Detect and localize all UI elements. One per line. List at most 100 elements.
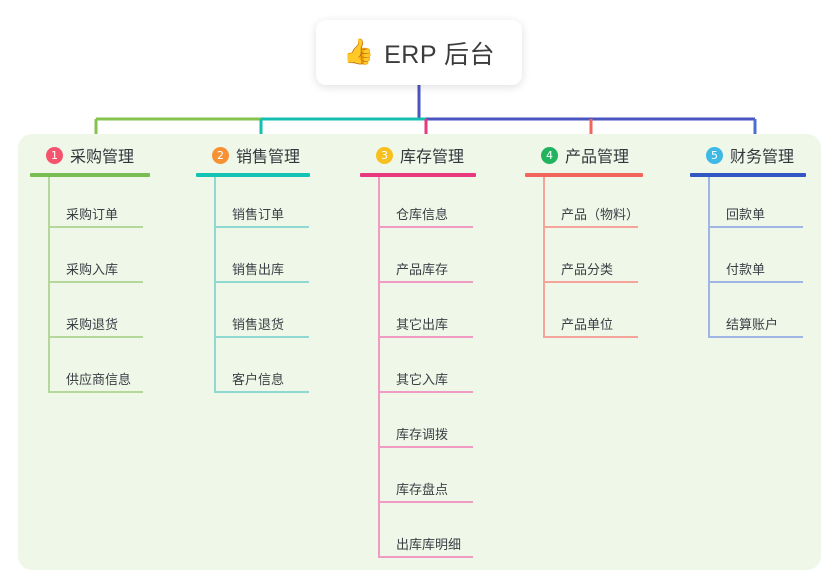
- column-number-badge: 3: [376, 146, 393, 164]
- menu-item-label: 产品分类: [561, 262, 614, 277]
- menu-item-rule: [378, 336, 473, 338]
- menu-item-rule: [708, 281, 803, 283]
- column-items: 回款单付款单结算账户: [690, 177, 839, 342]
- menu-item-label: 其它出库: [396, 317, 449, 332]
- column-items: 采购订单采购入库采购退货供应商信息: [30, 177, 190, 397]
- column-header-rule: [30, 173, 150, 177]
- column-number-badge: 2: [212, 146, 229, 164]
- menu-item[interactable]: 库存调拨: [378, 397, 520, 452]
- menu-item[interactable]: 采购退货: [48, 287, 190, 342]
- menu-item-label: 付款单: [726, 262, 766, 277]
- column-header[interactable]: 1 采购管理: [30, 142, 190, 168]
- column-trunk-line: [543, 177, 545, 338]
- thumbs-up-icon: 👍: [342, 38, 375, 66]
- menu-item-rule: [48, 281, 143, 283]
- menu-item-label: 产品单位: [561, 317, 614, 332]
- column-number-badge: 4: [541, 146, 558, 164]
- menu-item-rule: [214, 391, 309, 393]
- menu-item-label: 出库库明细: [396, 537, 462, 552]
- column-title: 库存管理: [400, 149, 465, 166]
- menu-item[interactable]: 回款单: [708, 177, 839, 232]
- column-title: 销售管理: [236, 149, 301, 166]
- column-number-badge: 5: [706, 146, 723, 164]
- menu-item[interactable]: 结算账户: [708, 287, 839, 342]
- diagram-panel: [18, 134, 821, 570]
- menu-item-label: 供应商信息: [66, 372, 132, 387]
- menu-item[interactable]: 销售订单: [214, 177, 356, 232]
- menu-item-rule: [543, 281, 638, 283]
- menu-item[interactable]: 产品库存: [378, 232, 520, 287]
- menu-item-label: 采购退货: [66, 317, 119, 332]
- menu-item[interactable]: 付款单: [708, 232, 839, 287]
- column-库存管理: 3 库存管理仓库信息产品库存其它出库其它入库库存调拨库存盘点出库库明细: [360, 142, 520, 562]
- column-items: 仓库信息产品库存其它出库其它入库库存调拨库存盘点出库库明细: [360, 177, 520, 562]
- menu-item-label: 采购入库: [66, 262, 119, 277]
- menu-item-rule: [708, 226, 803, 228]
- menu-item-label: 结算账户: [726, 317, 779, 332]
- menu-item-label: 回款单: [726, 207, 766, 222]
- column-header-rule: [360, 173, 476, 177]
- column-trunk-line: [378, 177, 380, 558]
- menu-item-label: 产品库存: [396, 262, 449, 277]
- menu-item[interactable]: 采购订单: [48, 177, 190, 232]
- menu-item-rule: [48, 336, 143, 338]
- menu-item-rule: [378, 281, 473, 283]
- column-header[interactable]: 3 库存管理: [360, 142, 520, 168]
- root-node-label: ERP 后台: [384, 40, 496, 69]
- menu-item-rule: [378, 501, 473, 503]
- menu-item[interactable]: 库存盘点: [378, 452, 520, 507]
- menu-item-rule: [378, 556, 473, 558]
- column-header-rule: [525, 173, 643, 177]
- column-header[interactable]: 2 销售管理: [196, 142, 356, 168]
- menu-item-label: 仓库信息: [396, 207, 449, 222]
- column-header-rule: [196, 173, 310, 177]
- column-title: 财务管理: [730, 149, 795, 166]
- menu-item-label: 客户信息: [232, 372, 285, 387]
- menu-item-rule: [48, 391, 143, 393]
- menu-item[interactable]: 产品单位: [543, 287, 685, 342]
- menu-item-rule: [214, 336, 309, 338]
- menu-item[interactable]: 供应商信息: [48, 342, 190, 397]
- menu-item-label: 产品（物料）: [561, 207, 640, 222]
- menu-item-label: 库存调拨: [396, 427, 449, 442]
- menu-item-label: 销售出库: [232, 262, 285, 277]
- column-items: 产品（物料） 产品分类产品单位: [525, 177, 685, 342]
- column-销售管理: 2 销售管理销售订单销售出库销售退货客户信息: [196, 142, 356, 397]
- column-title: 采购管理: [70, 149, 135, 166]
- column-trunk-line: [708, 177, 710, 338]
- column-trunk-line: [214, 177, 216, 393]
- menu-item[interactable]: 仓库信息: [378, 177, 520, 232]
- menu-item-rule: [378, 391, 473, 393]
- column-财务管理: 5 财务管理回款单付款单结算账户: [690, 142, 839, 342]
- menu-item-rule: [214, 281, 309, 283]
- menu-item-rule: [378, 226, 473, 228]
- column-number-badge: 1: [46, 146, 63, 164]
- root-node[interactable]: 👍 ERP 后台: [316, 20, 522, 85]
- menu-item-label: 库存盘点: [396, 482, 449, 497]
- menu-item-label: 销售订单: [232, 207, 285, 222]
- menu-item[interactable]: 采购入库: [48, 232, 190, 287]
- menu-item[interactable]: 销售出库: [214, 232, 356, 287]
- menu-item[interactable]: 产品分类: [543, 232, 685, 287]
- column-title: 产品管理: [565, 149, 630, 166]
- menu-item-rule: [214, 226, 309, 228]
- menu-item-rule: [543, 336, 638, 338]
- column-header[interactable]: 5 财务管理: [690, 142, 839, 168]
- menu-item[interactable]: 销售退货: [214, 287, 356, 342]
- menu-item[interactable]: 产品（物料）: [543, 177, 685, 232]
- column-items: 销售订单销售出库销售退货客户信息: [196, 177, 356, 397]
- menu-item[interactable]: 出库库明细: [378, 507, 520, 562]
- column-header-rule: [690, 173, 806, 177]
- column-header[interactable]: 4 产品管理: [525, 142, 685, 168]
- column-产品管理: 4 产品管理产品（物料） 产品分类产品单位: [525, 142, 685, 342]
- menu-item-label: 其它入库: [396, 372, 449, 387]
- menu-item-rule: [378, 446, 473, 448]
- menu-item-rule: [48, 226, 143, 228]
- menu-item-label: 销售退货: [232, 317, 285, 332]
- menu-item[interactable]: 其它出库: [378, 287, 520, 342]
- menu-item-rule: [543, 226, 638, 228]
- menu-item[interactable]: 其它入库: [378, 342, 520, 397]
- menu-item-rule: [708, 336, 803, 338]
- menu-item[interactable]: 客户信息: [214, 342, 356, 397]
